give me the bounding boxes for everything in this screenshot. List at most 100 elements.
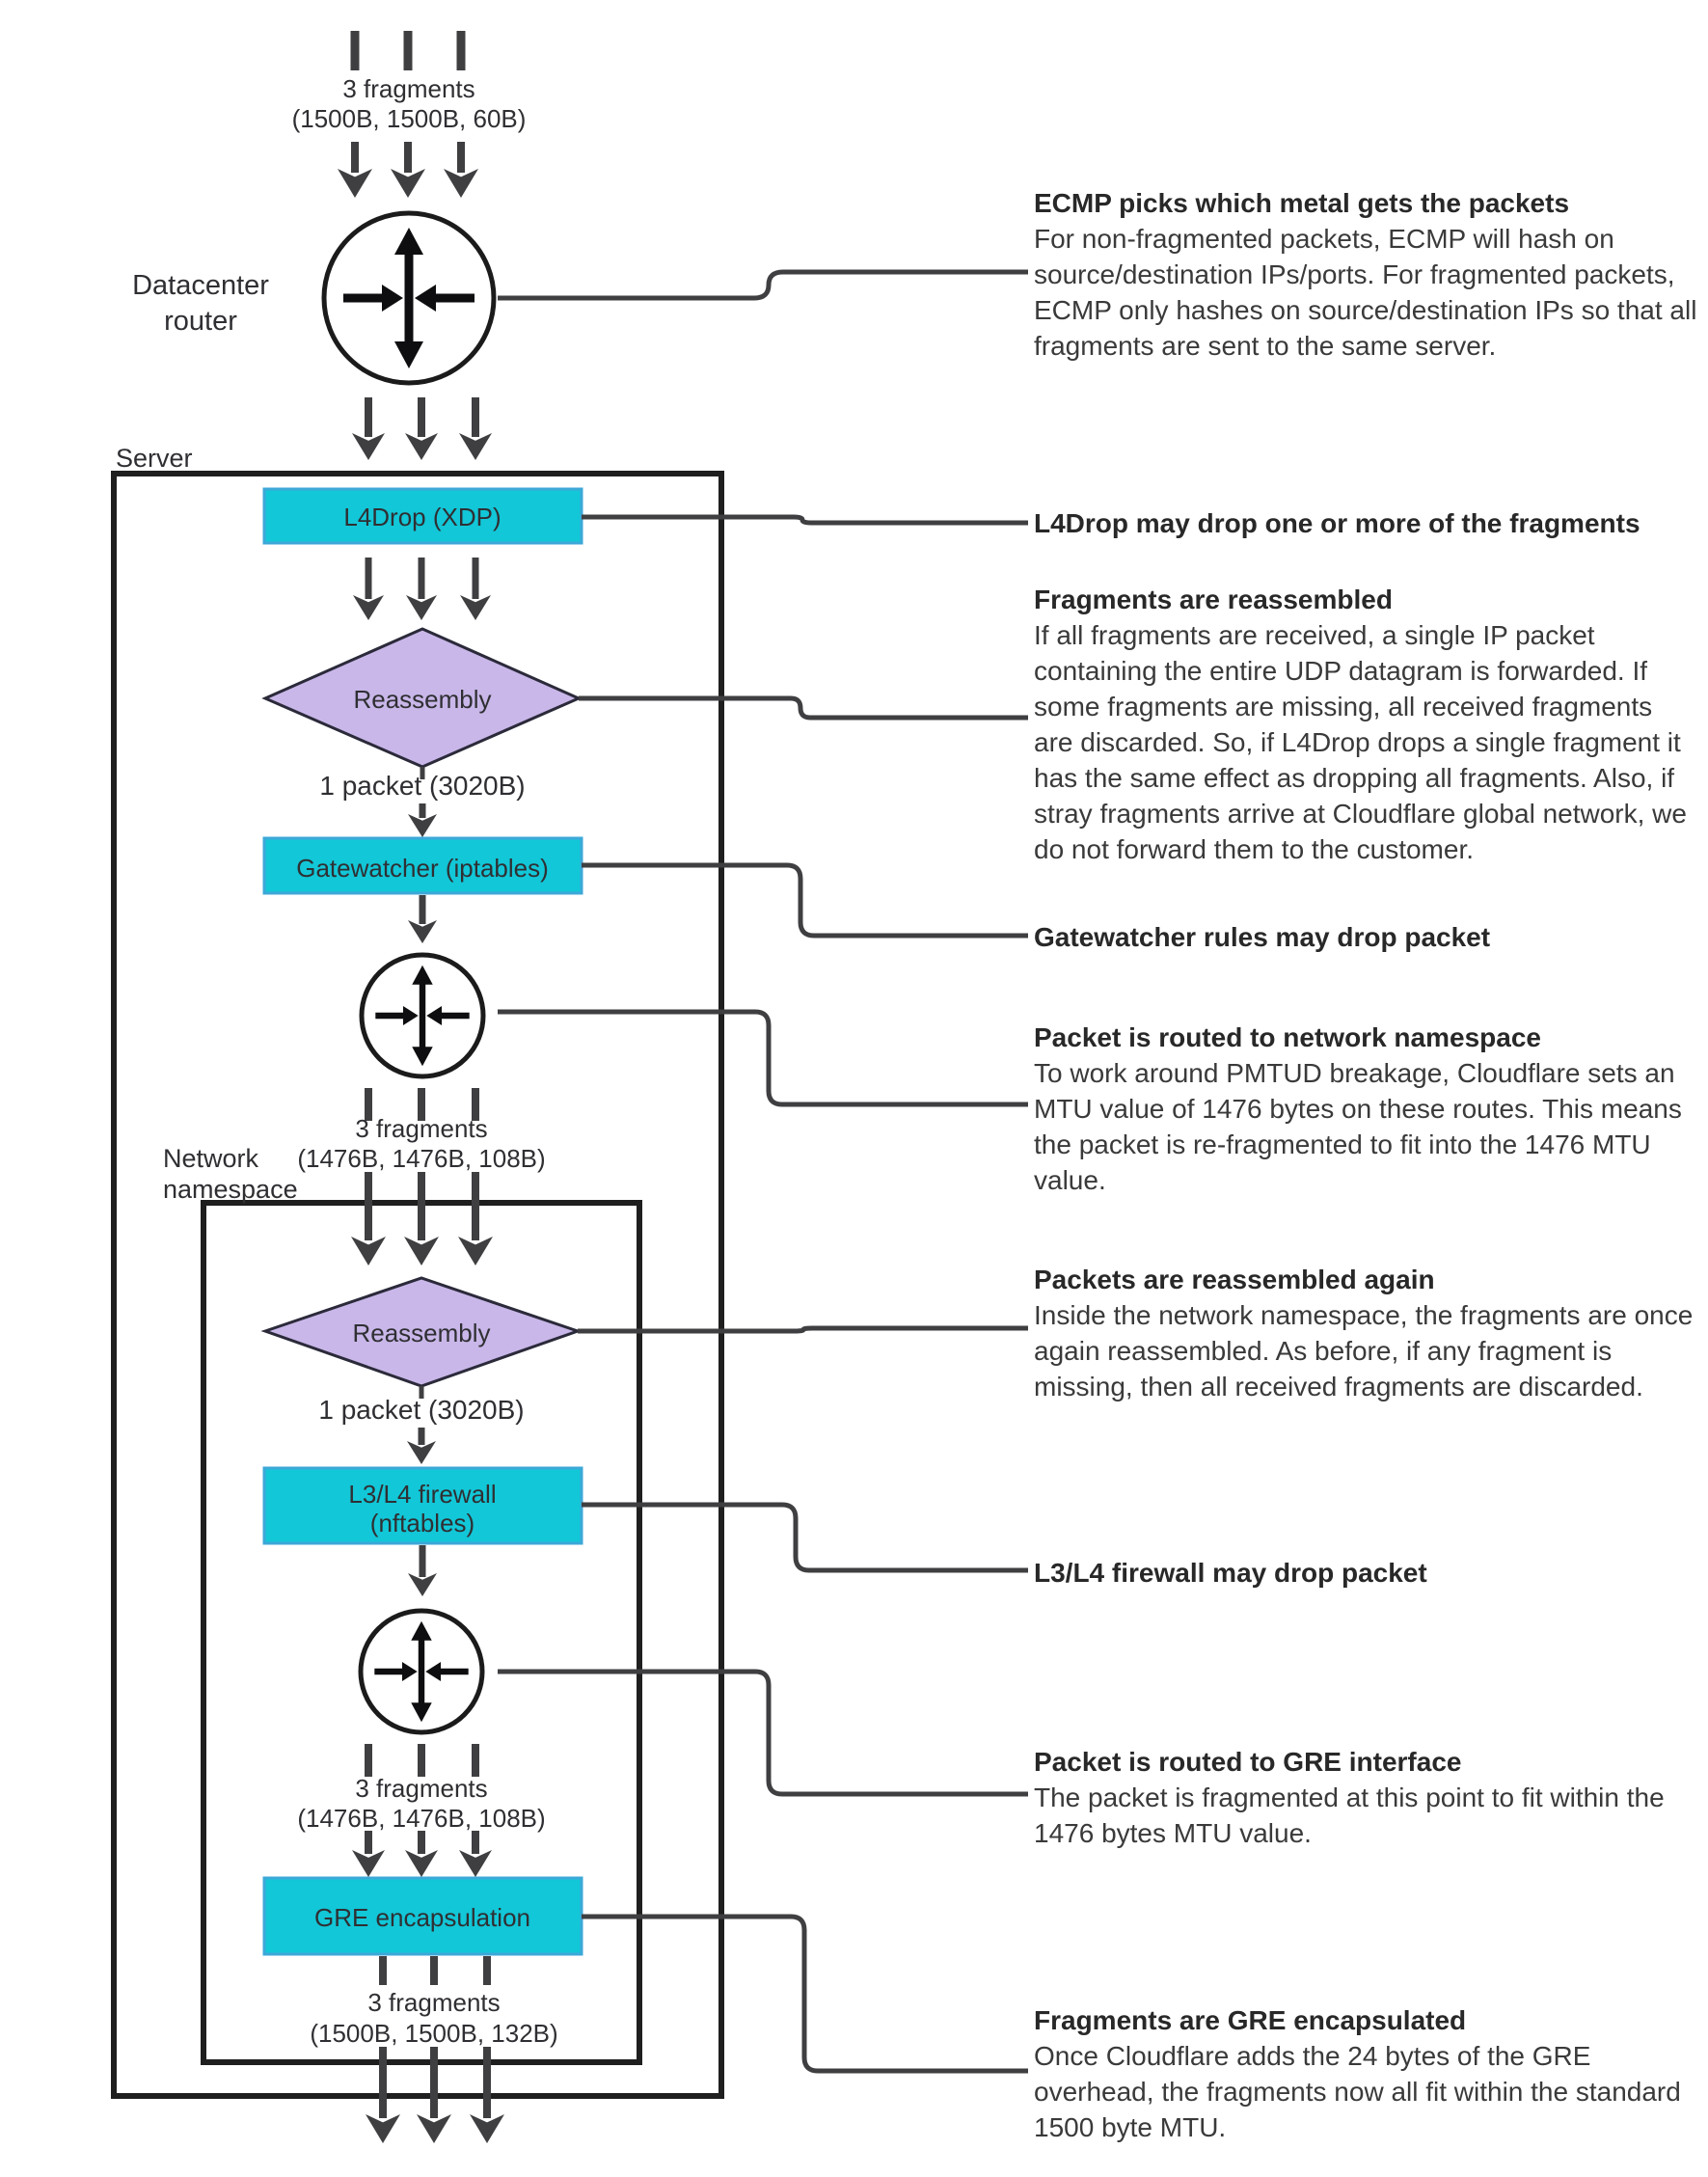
down-arrow <box>460 558 491 620</box>
server-label: Server <box>116 444 193 473</box>
down-arrow <box>405 1831 438 1877</box>
gatewatcher-label: Gatewatcher (iptables) <box>296 854 549 883</box>
annotation-connector-3 <box>579 695 1028 721</box>
annotation-9-title: Fragments are GRE encapsulated <box>1034 2005 1467 2035</box>
down-arrow <box>408 803 437 837</box>
annotation-connector-5 <box>498 1009 1028 1107</box>
down-arrow <box>352 1831 385 1877</box>
down-arrow <box>408 895 437 943</box>
annotation-2-title: L4Drop may drop one or more of the fragm… <box>1034 508 1640 538</box>
server-box <box>111 471 724 2099</box>
annotation-connector-1 <box>498 269 1028 301</box>
annotation-connector-8 <box>498 1669 1028 1797</box>
down-arrow <box>353 558 384 620</box>
annotation-8-line-1: The packet is fragmented at this point t… <box>1034 1782 1665 1812</box>
down-arrow <box>406 558 437 620</box>
annotation-6-line-1: Inside the network namespace, the fragme… <box>1034 1300 1694 1330</box>
annotation-3-line-4: are discarded. So, if L4Drop drops a sin… <box>1034 727 1681 757</box>
annotation-5-line-2: MTU value of 1476 bytes on these routes.… <box>1034 1094 1682 1124</box>
annotation-connector-2 <box>582 514 1028 526</box>
annotation-4-title: Gatewatcher rules may drop packet <box>1034 922 1491 952</box>
down-arrow <box>351 1172 386 1265</box>
l3l4-label-1: L3/L4 firewall <box>348 1480 497 1509</box>
annotation-7-title: L3/L4 firewall may drop packet <box>1034 1558 1427 1588</box>
annotation-6-title: Packets are reassembled again <box>1034 1265 1435 1294</box>
annotation-9-line-1: Once Cloudflare adds the 24 bytes of the… <box>1034 2041 1591 2071</box>
top-fragments-label: 3 fragments <box>342 74 475 103</box>
l4drop-label: L4Drop (XDP) <box>343 503 502 531</box>
annotation-1-title: ECMP picks which metal gets the packets <box>1034 188 1570 218</box>
annotation-3-line-5: has the same effect as dropping all frag… <box>1034 763 1675 793</box>
reassembly1-label: Reassembly <box>353 685 492 714</box>
annotation-3: Fragments are reassembled If all fragment… <box>1034 582 1699 867</box>
annotation-7: L3/L4 firewall may drop packet <box>1034 1555 1699 1591</box>
reassembly2-label: Reassembly <box>352 1319 491 1347</box>
network-namespace-label-2: namespace <box>163 1175 298 1204</box>
annotation-3-line-2: containing the entire UDP datagram is fo… <box>1034 656 1648 686</box>
down-arrow <box>405 397 438 460</box>
annotation-1-line-3: ECMP only hashes on source/destination I… <box>1034 295 1697 325</box>
top-sizes-label: (1500B, 1500B, 60B) <box>291 104 527 133</box>
down-arrow <box>417 2047 451 2143</box>
down-arrow <box>458 1172 493 1265</box>
annotation-5-title: Packet is routed to network namespace <box>1034 1022 1541 1052</box>
annotation-3-line-1: If all fragments are received, a single … <box>1034 620 1595 650</box>
annotation-connector-4 <box>582 862 1028 939</box>
down-arrow <box>444 142 478 198</box>
annotation-connector-6 <box>578 1325 1028 1334</box>
annotation-3-line-7: do not forward them to the customer. <box>1034 834 1475 864</box>
mid-fragments-label: 3 fragments <box>355 1114 488 1143</box>
gre-encapsulation-box <box>262 1876 583 1956</box>
down-arrow <box>391 142 425 198</box>
annotation-8-line-2: 1476 bytes MTU value. <box>1034 1818 1312 1848</box>
annotation-5-line-3: the packet is re-fragmented to fit into … <box>1034 1129 1651 1159</box>
down-arrow <box>408 1545 437 1596</box>
annotation-connector-7 <box>582 1502 1028 1573</box>
gre-sizes-label: (1476B, 1476B, 108B) <box>297 1804 546 1833</box>
annotation-5-line-4: value. <box>1034 1165 1106 1195</box>
annotation-connector-9 <box>582 1914 1028 2074</box>
annotation-5: Packet is routed to network namespace To … <box>1034 1020 1699 1198</box>
mid-sizes-label: (1476B, 1476B, 108B) <box>297 1144 546 1173</box>
datacenter-router-label-2: router <box>164 306 237 337</box>
annotation-9-line-3: 1500 byte MTU. <box>1034 2112 1227 2142</box>
down-arrow <box>338 142 372 198</box>
route-to-namespace-icon <box>359 952 486 1079</box>
route-to-gre-icon <box>358 1608 485 1735</box>
annotation-2: L4Drop may drop one or more of the fragm… <box>1034 505 1699 541</box>
packet1-label: 1 packet (3020B) <box>319 771 526 801</box>
annotation-5-line-1: To work around PMTUD breakage, Cloudflar… <box>1034 1058 1675 1088</box>
annotation-3-line-6: stray fragments arrive at Cloudflare glo… <box>1034 799 1687 829</box>
packet2-label: 1 packet (3020B) <box>318 1395 525 1425</box>
bottom-fragments-label: 3 fragments <box>367 1988 501 2017</box>
annotation-6-line-3: missing, then all received fragments are… <box>1034 1372 1643 1401</box>
annotation-3-line-3: some fragments are missing, all received… <box>1034 692 1653 721</box>
down-arrow <box>366 2047 400 2143</box>
annotation-9-line-2: overhead, the fragments now all fit with… <box>1034 2077 1681 2107</box>
down-arrow <box>352 397 385 460</box>
network-namespace-label-1: Network <box>163 1144 259 1173</box>
down-arrow <box>459 1831 492 1877</box>
bottom-sizes-label: (1500B, 1500B, 132B) <box>310 2019 558 2048</box>
annotation-4: Gatewatcher rules may drop packet <box>1034 919 1699 955</box>
annotation-3-title: Fragments are reassembled <box>1034 585 1393 614</box>
l3l4-label-2: (nftables) <box>369 1509 475 1538</box>
down-arrow <box>407 1428 436 1464</box>
datacenter-router-icon <box>321 210 497 386</box>
annotation-1-line-4: fragments are sent to the same server. <box>1034 331 1497 361</box>
datacenter-router-label-1: Datacenter <box>132 270 269 301</box>
gre-fragments-label: 3 fragments <box>355 1774 488 1803</box>
annotation-1-line-2: source/destination IPs/ports. For fragme… <box>1034 259 1675 289</box>
gatewatcher-box <box>262 836 583 895</box>
down-arrow <box>470 2047 504 2143</box>
down-arrow <box>404 1172 439 1265</box>
annotation-8-title: Packet is routed to GRE interface <box>1034 1747 1462 1777</box>
gre-label: GRE encapsulation <box>313 1903 531 1932</box>
down-arrow <box>459 397 492 460</box>
annotation-1-line-1: For non-fragmented packets, ECMP will ha… <box>1034 224 1614 254</box>
